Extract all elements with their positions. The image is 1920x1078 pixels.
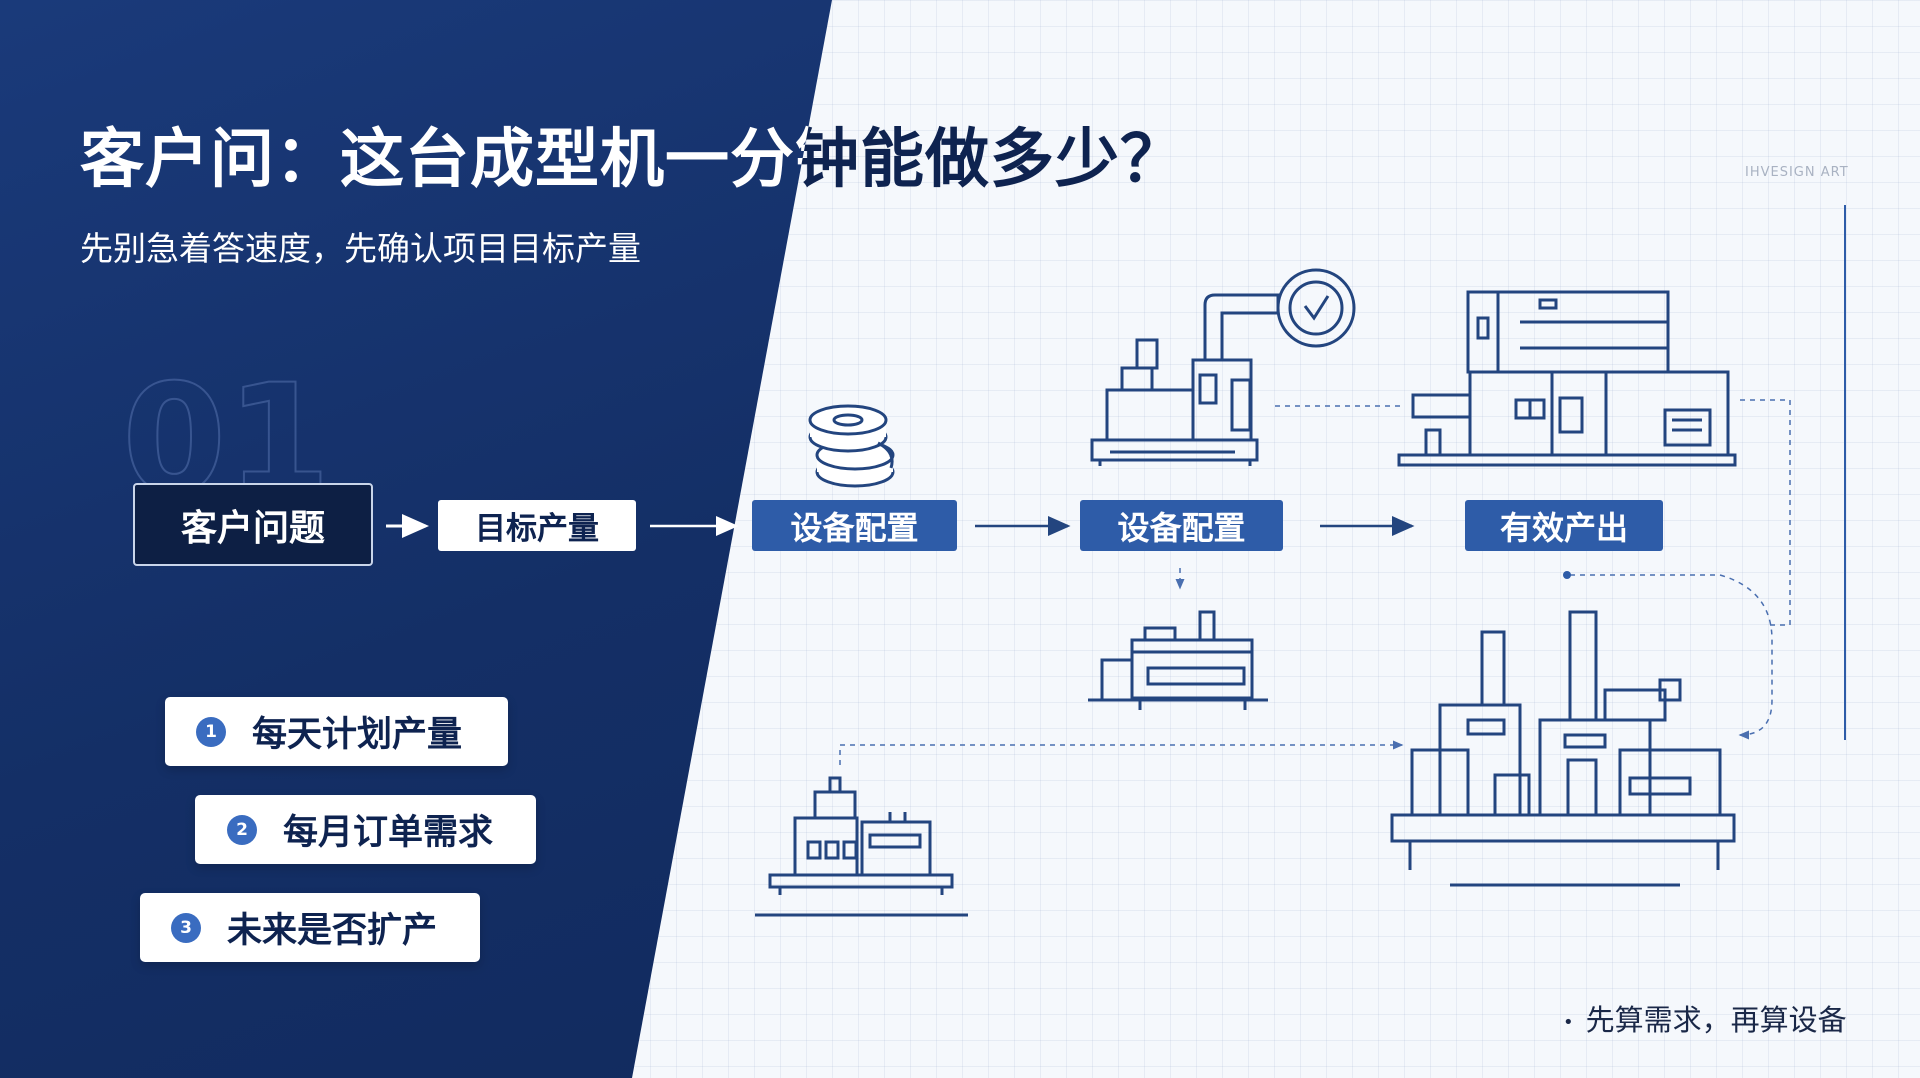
flow-node-effective-output: 有效产出	[1465, 500, 1663, 551]
factor-label: 每月订单需求	[283, 813, 494, 853]
factor-label: 未来是否扩产	[227, 911, 438, 951]
factor-number-2: 2	[227, 814, 257, 845]
factor-card-daily-plan: 1 每天计划产量	[165, 697, 508, 766]
factor-number-3: 3	[171, 912, 201, 943]
factor-card-expansion: 3 未来是否扩产	[140, 893, 480, 962]
forming-machine-icon	[1090, 268, 1356, 466]
factor-card-monthly-orders: 2 每月订单需求	[195, 795, 536, 864]
dashed-connector-b	[1740, 399, 1791, 626]
bullet-dot-icon: •	[1563, 1011, 1574, 1033]
coil-stack-icon	[808, 404, 895, 488]
factor-label: 每天计划产量	[252, 715, 463, 755]
flow-node-target-output: 目标产量	[438, 500, 636, 551]
footnote: • 先算需求，再算设备	[1563, 997, 1847, 1039]
small-machine-icon	[1088, 610, 1268, 710]
dashed-connector-c	[1570, 574, 1773, 740]
workshop-icon	[755, 776, 968, 917]
dashed-connector-e	[839, 740, 1404, 765]
flow-node-customer-question: 客户问题	[133, 483, 373, 566]
factory-building-icon	[1397, 290, 1737, 467]
factor-number-1: 1	[196, 716, 226, 747]
watermark-text: IHVESIGN ART	[1745, 165, 1849, 180]
production-plant-icon	[1390, 610, 1736, 887]
flow-node-equipment-config-2: 设备配置	[1080, 500, 1283, 551]
page-subtitle: 先别急着答速度，先确认项目目标产量	[80, 229, 641, 268]
footnote-text: 先算需求，再算设备	[1585, 1003, 1847, 1037]
connector-dot	[1563, 571, 1571, 579]
page-title: 客户问：这台成型机一分钟能做多少？	[80, 123, 1185, 197]
flow-node-equipment-config-1: 设备配置	[752, 500, 957, 551]
